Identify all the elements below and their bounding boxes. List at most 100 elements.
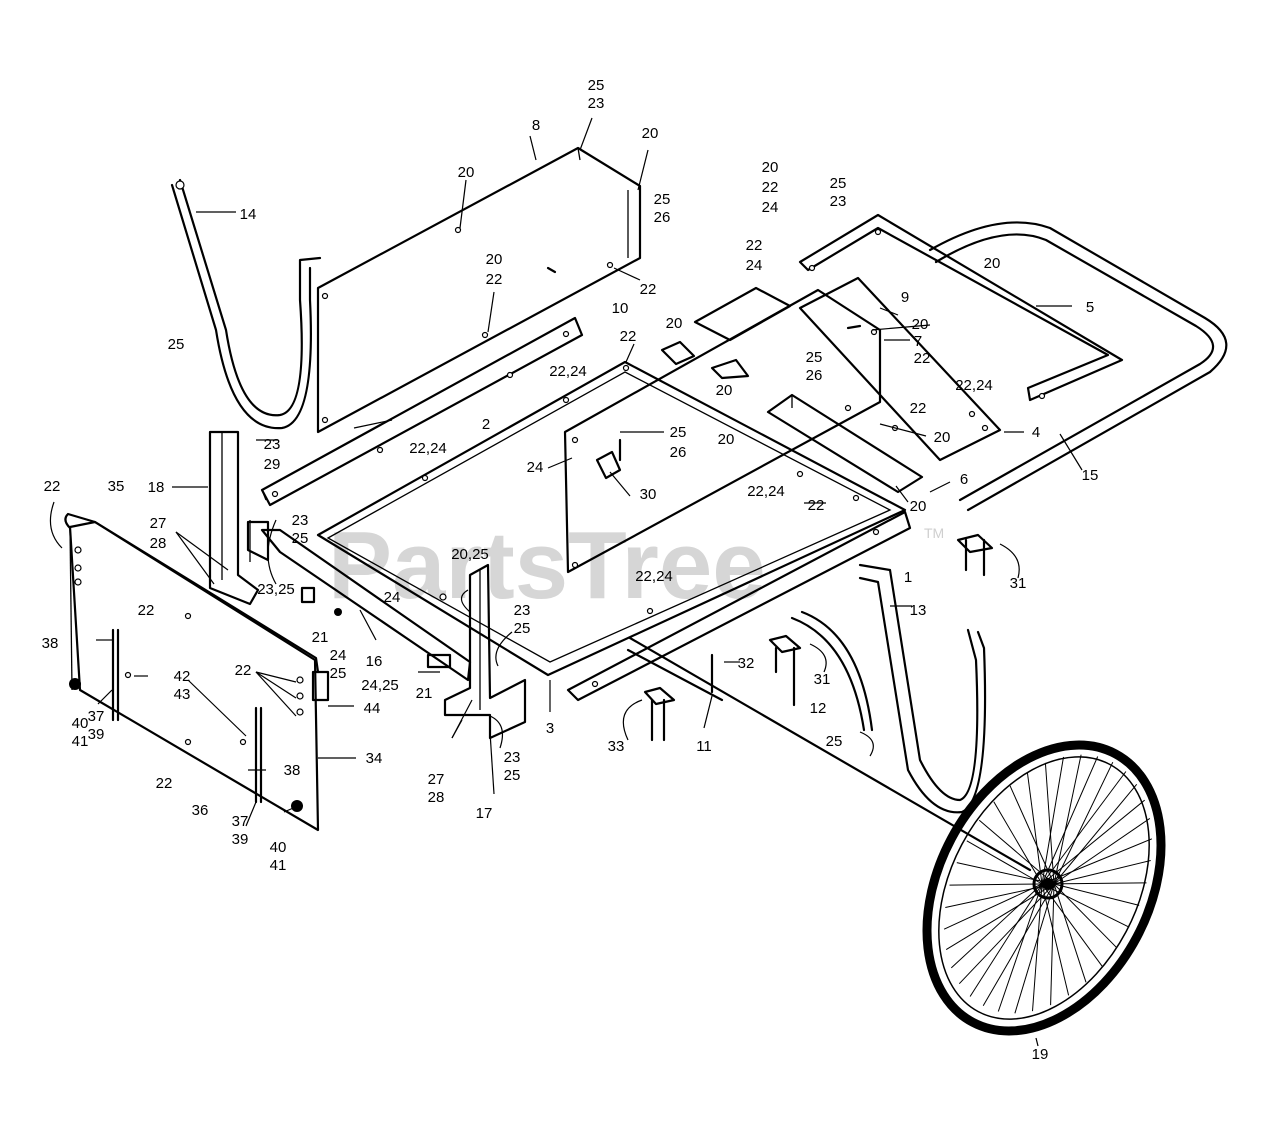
- callout-label: 10: [612, 300, 629, 317]
- callout-label: 22: [156, 775, 173, 792]
- part-1-side-rail: [566, 510, 912, 702]
- wheel-spoke: [956, 862, 1055, 885]
- wheel-spoke: [949, 883, 1043, 886]
- wheel-spoke: [943, 883, 1043, 930]
- callout-label: 39: [232, 831, 249, 848]
- callout-label: 37: [88, 708, 105, 725]
- wheel-spoke: [1053, 761, 1114, 885]
- callout-label: 13: [910, 602, 927, 619]
- callout-label: 28: [150, 535, 167, 552]
- callout-label: 12: [810, 700, 827, 717]
- callout-label: 30: [640, 486, 657, 503]
- callout-label: 24,25: [361, 677, 399, 694]
- callout-label: 20: [716, 382, 733, 399]
- callout-label: 26: [806, 367, 823, 384]
- part-30-latch: [595, 450, 622, 480]
- wheel-spoke: [993, 801, 1043, 885]
- callout-label: 1: [904, 569, 912, 586]
- callout-label: 2: [482, 416, 490, 433]
- wheel-spoke: [1053, 883, 1140, 906]
- part-14-brace: [178, 178, 322, 417]
- callout-label: 24: [384, 589, 401, 606]
- callout-label: 25: [654, 191, 671, 208]
- watermark-trademark: TM: [924, 525, 944, 541]
- callout-label: 20: [718, 431, 735, 448]
- callout-label: 22: [746, 237, 763, 254]
- wheel-spoke: [1041, 756, 1099, 885]
- part-2-angle-rail: [260, 316, 584, 507]
- wheel-spoke: [1041, 771, 1127, 885]
- callout-label: 22,24: [409, 440, 447, 457]
- callout-label: 22: [486, 271, 503, 288]
- wheel-spoke: [1032, 883, 1043, 1012]
- callout-label: 20: [934, 429, 951, 446]
- callout-label: 22: [44, 478, 61, 495]
- callout-label: 22: [620, 328, 637, 345]
- wheel-spoke: [1053, 860, 1151, 885]
- callout-label: 11: [696, 738, 712, 755]
- callout-label: 25: [504, 767, 521, 784]
- callout-label: 25: [292, 530, 309, 547]
- part-24-nut: [334, 608, 342, 616]
- wheel-spoke: [1026, 772, 1043, 885]
- callout-label: 23: [264, 436, 281, 453]
- callout-labels: 25 23 8 20 20 25 26 14 20 22 22 10 22 24…: [42, 77, 1099, 1063]
- wheel-spoke: [978, 819, 1055, 885]
- callout-label: 23,25: [257, 581, 295, 598]
- callout-label: 26: [670, 444, 687, 461]
- leader-lines: [96, 117, 1083, 1047]
- wheel-spoke: [982, 883, 1055, 1007]
- callout-label: 20: [912, 316, 929, 333]
- wheel-spoke: [1014, 883, 1055, 1014]
- callout-label: 22: [138, 602, 155, 619]
- part-5-frame: [798, 213, 1124, 402]
- part-9-key: [846, 324, 862, 330]
- part-13-leg: [858, 563, 979, 802]
- wheel-spoke: [945, 883, 1055, 908]
- callout-label: 3: [546, 720, 554, 737]
- callout-label: 20,25: [451, 546, 489, 563]
- callout-label: 23: [588, 95, 605, 112]
- part-8-side-panel: [316, 146, 642, 434]
- part-15-handle-inner: [934, 233, 1215, 502]
- callout-label: 19: [1032, 1046, 1049, 1063]
- wheel-spoke: [1053, 754, 1082, 885]
- callout-label: 4: [1032, 424, 1040, 441]
- callout-label: 41: [270, 857, 287, 874]
- part-21-fitting-upper: [300, 586, 316, 604]
- part-19-wheel: [922, 740, 1166, 1036]
- callout-label: 42: [174, 668, 191, 685]
- callout-label: 41: [72, 733, 89, 750]
- callout-label: 22: [914, 350, 931, 367]
- callout-label: 32: [738, 655, 755, 672]
- callout-label: 28: [428, 789, 445, 806]
- wheel-spoke: [969, 883, 1043, 997]
- callout-label: 22: [640, 281, 657, 298]
- wheel-spoke: [1050, 883, 1055, 1006]
- callout-label: 17: [476, 805, 493, 822]
- wheel-spoke: [958, 883, 1055, 985]
- wheel-spoke: [1044, 762, 1055, 885]
- callout-label: 34: [366, 750, 383, 767]
- callout-label: 27: [428, 771, 445, 788]
- callout-label: 25: [826, 733, 843, 750]
- callout-label: 23: [830, 193, 847, 210]
- part-34-tailgate: [64, 512, 330, 832]
- wheel-spoke: [1041, 838, 1153, 885]
- callout-label: 21: [312, 629, 329, 646]
- wheel-spoke: [1053, 883, 1118, 949]
- callout-label: 39: [88, 726, 105, 743]
- callout-label: 23: [514, 602, 531, 619]
- callout-label: 40: [72, 715, 89, 732]
- callout-label: 31: [814, 671, 831, 688]
- wheel-spoke: [1053, 817, 1151, 885]
- callout-label: 27: [150, 515, 167, 532]
- callout-label: 22,24: [635, 568, 673, 585]
- wheel-spoke: [1053, 883, 1087, 983]
- wheel-spoke: [1041, 883, 1070, 996]
- part-12-strut: [790, 616, 866, 732]
- wheel-spoke: [1041, 756, 1064, 885]
- callout-label: 22: [762, 179, 779, 196]
- callout-label: 37: [232, 813, 249, 830]
- part-14-brace-inner: [170, 183, 312, 430]
